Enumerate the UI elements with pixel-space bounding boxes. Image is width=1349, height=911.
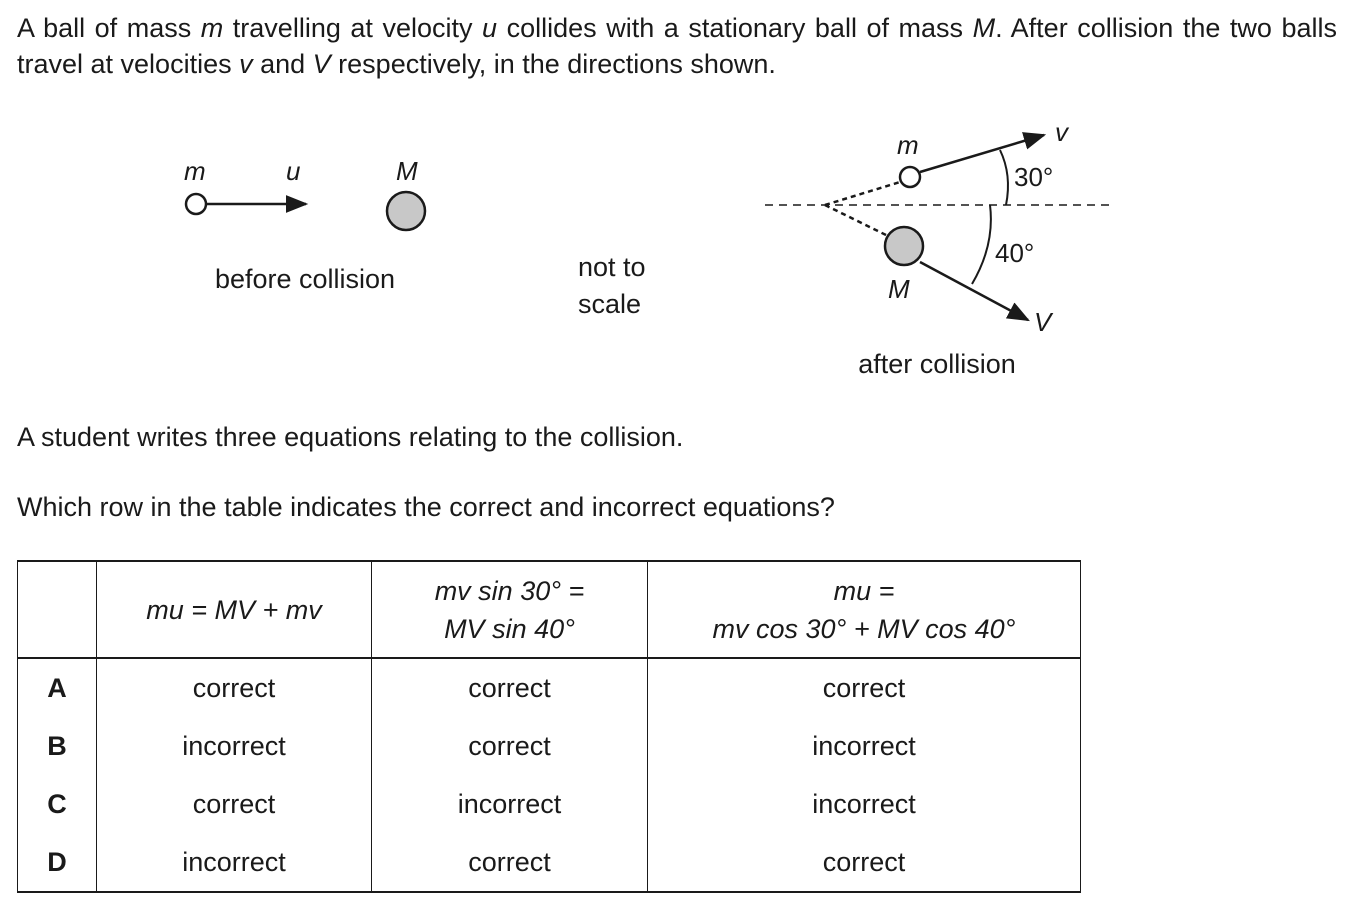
not-to-scale-line1: not to bbox=[578, 252, 646, 282]
table-cell: incorrect bbox=[371, 775, 648, 833]
after-label-M: M bbox=[888, 274, 910, 304]
angle-30-arc bbox=[999, 149, 1009, 206]
table-cell: correct bbox=[371, 833, 648, 893]
table-cell: correct bbox=[96, 775, 372, 833]
path-m-dashed bbox=[824, 180, 901, 207]
velocity-v-arrow bbox=[919, 132, 1047, 174]
row-letter: D bbox=[17, 833, 97, 893]
question-text-2: Which row in the table indicates the cor… bbox=[17, 492, 835, 522]
row-letter: C bbox=[17, 775, 97, 833]
after-label-m: m bbox=[897, 130, 919, 160]
header-equation-2-line2: MV sin 40° bbox=[444, 613, 575, 644]
table-cell: correct bbox=[371, 717, 648, 775]
table-cell: correct bbox=[647, 658, 1081, 717]
header-equation-3-line1: mu = bbox=[833, 575, 895, 606]
after-label-V: V bbox=[1034, 307, 1054, 337]
table-cell: correct bbox=[96, 658, 372, 717]
answer-table: mu = MV + mv mv sin 30° = MV sin 40° mu =… bbox=[17, 560, 1081, 893]
after-collision-caption: after collision bbox=[858, 349, 1016, 379]
velocity-V-arrow bbox=[919, 260, 1030, 322]
after-label-v: v bbox=[1055, 117, 1070, 147]
header-equation-2-line1: mv sin 30° = bbox=[434, 575, 585, 606]
collision-diagram: m u M before collision not to scale m v … bbox=[184, 117, 1110, 379]
table-cell: incorrect bbox=[96, 717, 372, 775]
table-row: C correct incorrect incorrect bbox=[17, 775, 1081, 833]
table-cell: incorrect bbox=[647, 717, 1081, 775]
header-empty-cell bbox=[17, 560, 97, 659]
before-collision-caption: before collision bbox=[215, 264, 395, 294]
table-row: A correct correct correct bbox=[17, 658, 1081, 717]
table-cell: correct bbox=[647, 833, 1081, 893]
path-M-dashed bbox=[824, 203, 889, 238]
row-letter: A bbox=[17, 658, 97, 717]
header-equation-2: mv sin 30° = MV sin 40° bbox=[371, 560, 648, 659]
angle-30-label: 30° bbox=[1014, 162, 1053, 192]
table-row: B incorrect correct incorrect bbox=[17, 717, 1081, 775]
row-letter: B bbox=[17, 717, 97, 775]
ball-m-after bbox=[898, 165, 922, 189]
after-collision-figure: m v 30° 40° M V after collision bbox=[765, 117, 1110, 379]
header-equation-3: mu = mv cos 30° + MV cos 40° bbox=[647, 560, 1081, 659]
table-header-row: mu = MV + mv mv sin 30° = MV sin 40° mu =… bbox=[17, 560, 1081, 659]
ball-M-before bbox=[385, 190, 427, 232]
table-cell: incorrect bbox=[647, 775, 1081, 833]
before-collision-figure: m u M before collision bbox=[184, 156, 427, 294]
header-equation-1: mu = MV + mv bbox=[96, 560, 372, 659]
intro-paragraph: A ball of mass m travelling at velocity … bbox=[17, 13, 1337, 79]
table-row: D incorrect correct correct bbox=[17, 833, 1081, 893]
before-label-m: m bbox=[184, 156, 206, 186]
angle-40-arc bbox=[971, 204, 992, 285]
before-label-u: u bbox=[286, 156, 300, 186]
table-cell: correct bbox=[371, 658, 648, 717]
ball-m-before bbox=[184, 192, 208, 216]
angle-40-label: 40° bbox=[995, 238, 1034, 268]
ball-M-after bbox=[883, 225, 925, 267]
header-equation-3-line2: mv cos 30° + MV cos 40° bbox=[712, 613, 1016, 644]
not-to-scale-line2: scale bbox=[578, 289, 641, 319]
before-label-M: M bbox=[396, 156, 418, 186]
table-cell: incorrect bbox=[96, 833, 372, 893]
question-text-1: A student writes three equations relatin… bbox=[17, 422, 684, 452]
